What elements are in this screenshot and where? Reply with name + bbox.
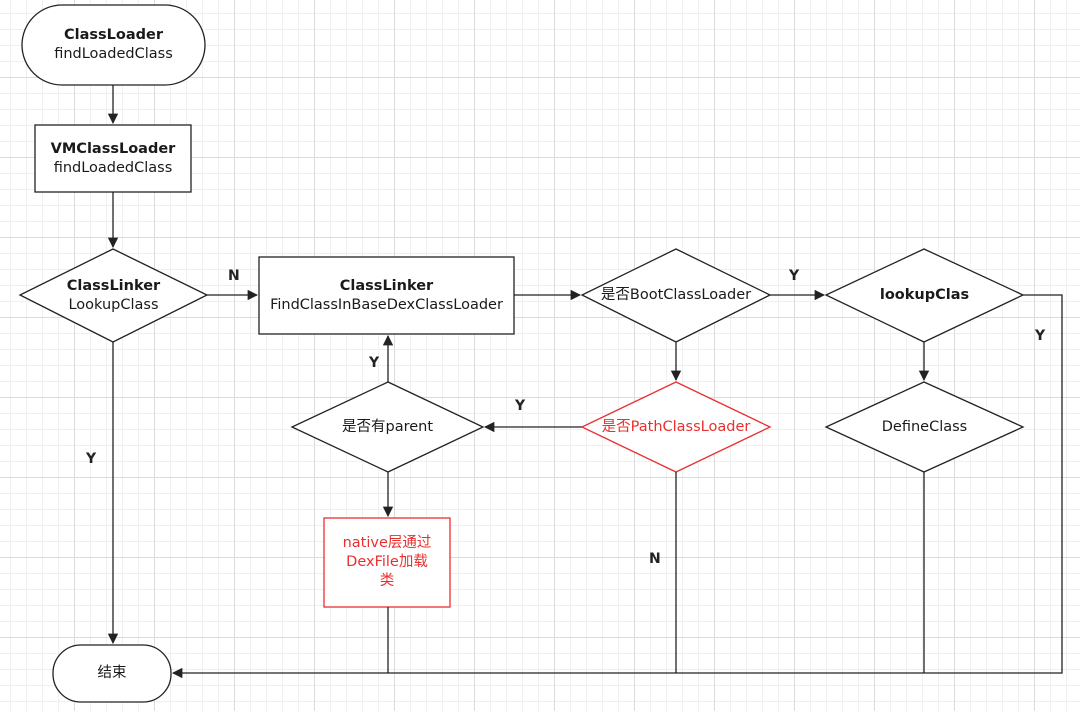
lookupclas-decision — [824, 248, 1025, 343]
vmclassloader-node — [34, 124, 192, 193]
edge-label-path-end: N — [649, 551, 661, 567]
findclass-node — [258, 256, 515, 335]
edge-label-lookup-end: Y — [86, 451, 97, 467]
end-node — [52, 644, 172, 703]
has-parent-decision — [290, 381, 485, 473]
lookupclass-decision — [18, 248, 209, 343]
native-load-node — [323, 517, 451, 608]
is-path-decision — [580, 381, 772, 473]
is-boot-decision — [580, 248, 772, 343]
edge-label-lookup-findclass: N — [228, 268, 240, 284]
defineclass-decision — [824, 381, 1025, 473]
classloader-node — [21, 4, 206, 86]
edge-label-boot-lookupclas: Y — [789, 268, 800, 284]
edge-label-path-parent: Y — [515, 398, 526, 414]
edge-label-parent-findclass: Y — [369, 355, 380, 371]
edge-label-lookupclas-end: Y — [1035, 328, 1046, 344]
edge-lookupclas-end — [171, 294, 1063, 679]
